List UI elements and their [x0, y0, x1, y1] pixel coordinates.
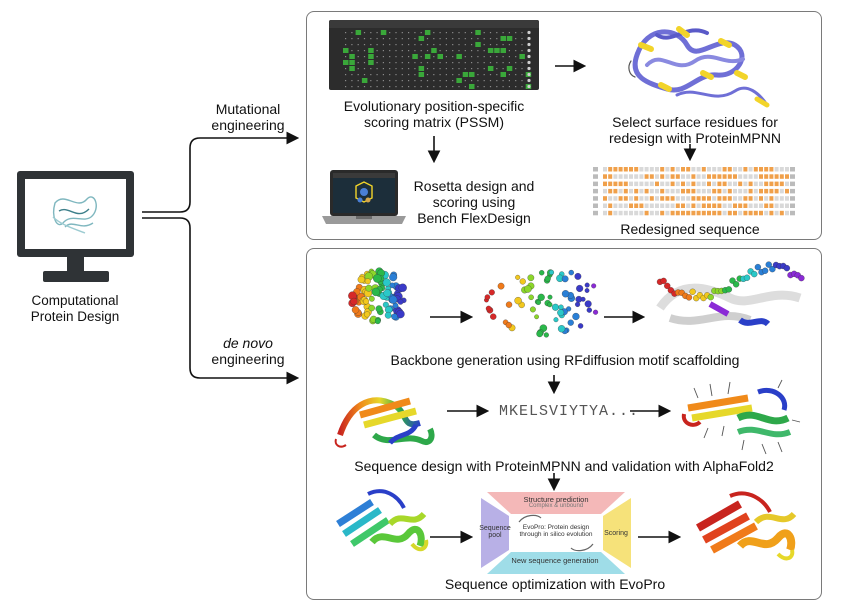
designed-sequence-text: MKELSVIYTYA...: [499, 403, 640, 420]
evopro-output-structure: [690, 488, 800, 566]
redesigned-label: Redesigned sequence: [620, 221, 760, 237]
cycle-scoring: Scoring: [604, 530, 628, 537]
mutational-line1: Mutational: [215, 101, 281, 117]
rainbow-structure-2: [678, 378, 802, 456]
denovo-line1: de novo: [223, 335, 273, 351]
denovo-branch-label: de novo engineering: [200, 335, 296, 367]
rosetta-label-line3: Bench FlexDesign: [417, 210, 531, 226]
cycle-sequence-pool-line1: Sequence: [479, 525, 511, 532]
rosetta-label: Rosetta design and scoring using Bench F…: [404, 178, 544, 226]
pssm-label-line2: scoring matrix (PSSM): [363, 114, 505, 130]
cycle-center-line2: through in silico evolution: [519, 531, 593, 538]
cycle-center-line1: EvoPro: Protein design: [522, 524, 590, 531]
seqdesign-label: Sequence design with ProteinMPNN and val…: [354, 458, 774, 474]
evopro-label: Sequence optimization with EvoPro: [444, 576, 666, 592]
surface-residue-structure-image: [617, 15, 777, 115]
cycle-sequence-pool-line2: pool: [488, 532, 502, 539]
motif-image-2: [484, 264, 604, 340]
motif-image-3: [650, 258, 810, 348]
denovo-line2: engineering: [211, 351, 285, 367]
motif-image-1: [347, 266, 411, 330]
redesigned-sequence-image: [591, 163, 797, 219]
computer-icon: [17, 171, 139, 291]
evopro-input-structure: [328, 484, 432, 564]
rainbow-structure-1: [330, 385, 440, 453]
cycle-complex-unbound: Complex & unbound: [528, 503, 584, 509]
computer-label-line2: Protein Design: [30, 309, 120, 324]
rosetta-label-line1: Rosetta design and: [413, 178, 535, 194]
cycle-center-text: EvoPro: Protein design through in silico…: [513, 524, 599, 538]
computer-label: Computational Protein Design: [5, 293, 145, 325]
pssm-matrix-image: [329, 20, 539, 90]
pssm-label: Evolutionary position-specific scoring m…: [309, 98, 559, 130]
mutational-branch-label: Mutational engineering: [200, 101, 296, 133]
evopro-cycle-diagram: Structure prediction Complex & unbound S…: [479, 492, 631, 574]
surface-label: Select surface residues for redesign wit…: [580, 114, 810, 146]
computer-label-line1: Computational: [31, 293, 119, 308]
mutational-line2: engineering: [211, 117, 285, 133]
cycle-structure-prediction: Structure prediction: [523, 495, 589, 504]
cycle-sequence-pool: Sequence pool: [479, 525, 511, 539]
surface-label-line1: Select surface residues for: [612, 114, 778, 130]
rosetta-label-line2: scoring using: [432, 194, 516, 210]
pssm-label-line1: Evolutionary position-specific: [343, 98, 525, 114]
cycle-new-sequence: New sequence generation: [511, 556, 599, 565]
backbone-label: Backbone generation using RFdiffusion mo…: [390, 352, 740, 368]
laptop-icon: [322, 170, 406, 228]
surface-label-line2: redesign with ProteinMPNN: [609, 130, 781, 146]
